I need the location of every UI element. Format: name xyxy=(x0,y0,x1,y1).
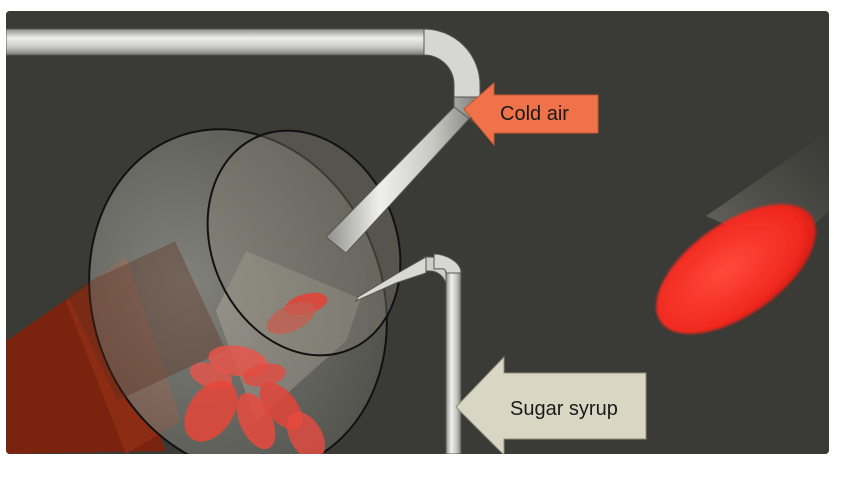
coating-pan-icon xyxy=(66,128,402,454)
candy-closeup-icon xyxy=(656,131,829,334)
cold-air-label: Cold air xyxy=(500,103,569,125)
cold-air-arrow: Cold air xyxy=(463,81,599,147)
coating-pan-diagram: Cold air Sugar syrup xyxy=(6,11,829,454)
sugar-syrup-arrow: Sugar syrup xyxy=(455,355,647,454)
diagram-frame: Cold air Sugar syrup xyxy=(6,11,829,454)
sugar-syrup-label: Sugar syrup xyxy=(510,398,618,420)
candy-pieces-icon xyxy=(184,292,328,454)
